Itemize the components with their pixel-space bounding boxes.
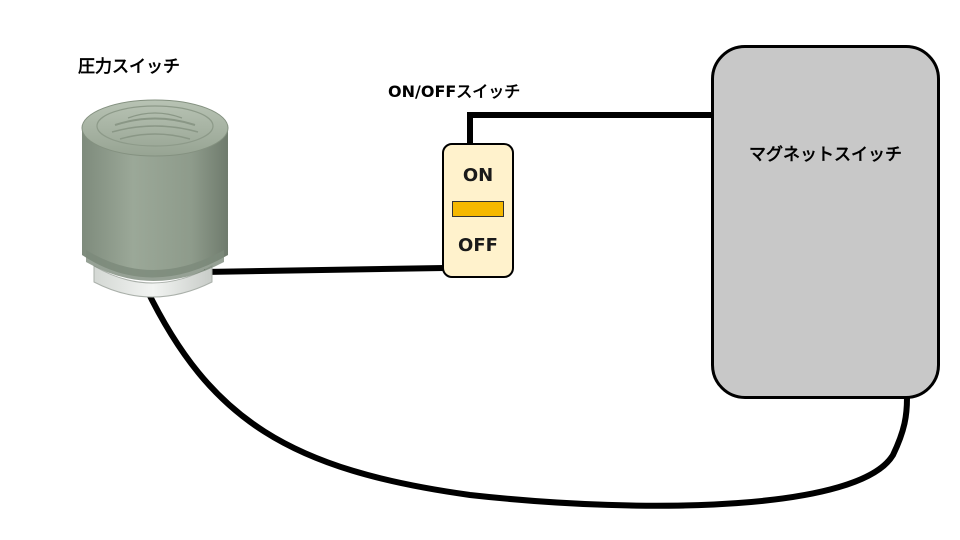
switch-on-label: ON [462, 165, 494, 186]
pressure-switch-label: 圧力スイッチ [78, 57, 180, 77]
onoff-switch-label: ON/OFFスイッチ [388, 82, 521, 101]
switch-off-label: OFF [458, 235, 498, 256]
magnet-switch-box: マグネットスイッチ [711, 45, 940, 399]
wire-switch-to-magnet [467, 112, 712, 143]
onoff-switch: ON OFF [442, 143, 514, 278]
magnet-switch-label: マグネットスイッチ [749, 145, 902, 165]
wire-pressure-to-magnet [143, 286, 910, 509]
wire-pressure-to-switch [203, 265, 445, 275]
switch-lever [452, 201, 504, 217]
pressure-switch-device [81, 99, 229, 298]
